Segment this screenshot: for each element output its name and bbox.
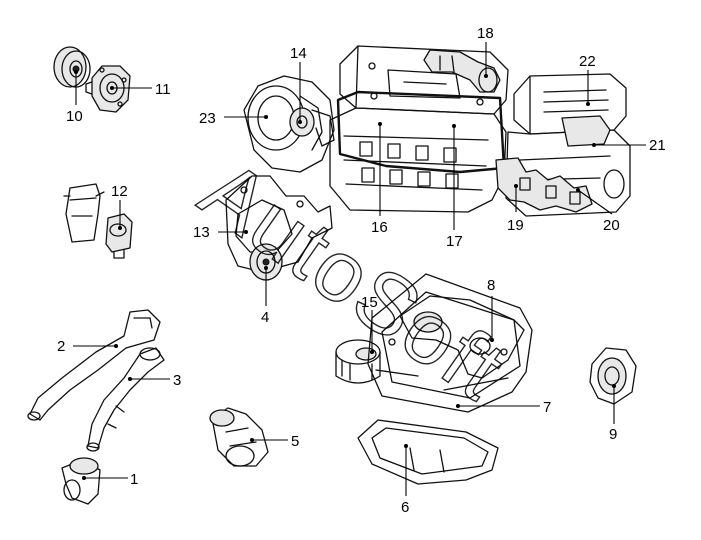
callout-20: 20 [603, 217, 620, 234]
part-11-housing[interactable] [85, 65, 131, 113]
part-1-elbow[interactable] [61, 457, 101, 505]
callout-16: 16 [371, 219, 388, 236]
callout-19: 19 [507, 217, 524, 234]
callout-1: 1 [130, 471, 138, 488]
callout-22: 22 [579, 53, 596, 70]
part-22-valve-cover[interactable] [513, 73, 627, 135]
callout-10: 10 [66, 108, 83, 125]
callout-9: 9 [609, 426, 617, 443]
callout-21: 21 [649, 137, 666, 154]
part-7-upper-pan[interactable] [367, 273, 533, 413]
callout-6: 6 [401, 499, 409, 516]
part-8-plate[interactable] [399, 295, 525, 379]
part-2-hose[interactable] [27, 309, 161, 421]
callout-17: 17 [446, 233, 463, 250]
part-21-head[interactable] [505, 115, 631, 217]
callout-5: 5 [291, 433, 299, 450]
part-13-rear-plate[interactable] [225, 175, 333, 273]
part-19-20-manifold[interactable] [495, 157, 593, 213]
callout-labels: 1 2 3 4 5 6 7 8 9 10 11 12 13 14 15 16 1… [57, 25, 666, 516]
callout-13: 13 [193, 224, 210, 241]
part-6-oil-pan[interactable] [357, 419, 499, 485]
part-9-thermostat[interactable] [589, 347, 637, 405]
callout-23: 23 [199, 110, 216, 127]
callout-14: 14 [290, 45, 307, 62]
callout-3: 3 [173, 372, 181, 389]
callout-15: 15 [361, 294, 378, 311]
callout-12: 12 [111, 183, 128, 200]
leader-lines [73, 42, 646, 496]
callout-8: 8 [487, 277, 495, 294]
part-16-head-gasket[interactable] [336, 90, 506, 174]
part-10-pulley[interactable] [53, 46, 91, 88]
watermark: AutoSoft [184, 142, 522, 419]
part-3-hose[interactable] [86, 347, 165, 452]
part-18-intake-hose[interactable] [423, 49, 501, 93]
part-5-fitting[interactable] [209, 407, 269, 467]
part-12-filter[interactable] [63, 183, 133, 259]
callout-2: 2 [57, 338, 65, 355]
callout-7: 7 [543, 399, 551, 416]
callout-11: 11 [155, 81, 171, 98]
callout-4: 4 [261, 309, 269, 326]
callout-18: 18 [477, 25, 494, 42]
part-17-cylinder-head[interactable] [329, 45, 509, 213]
